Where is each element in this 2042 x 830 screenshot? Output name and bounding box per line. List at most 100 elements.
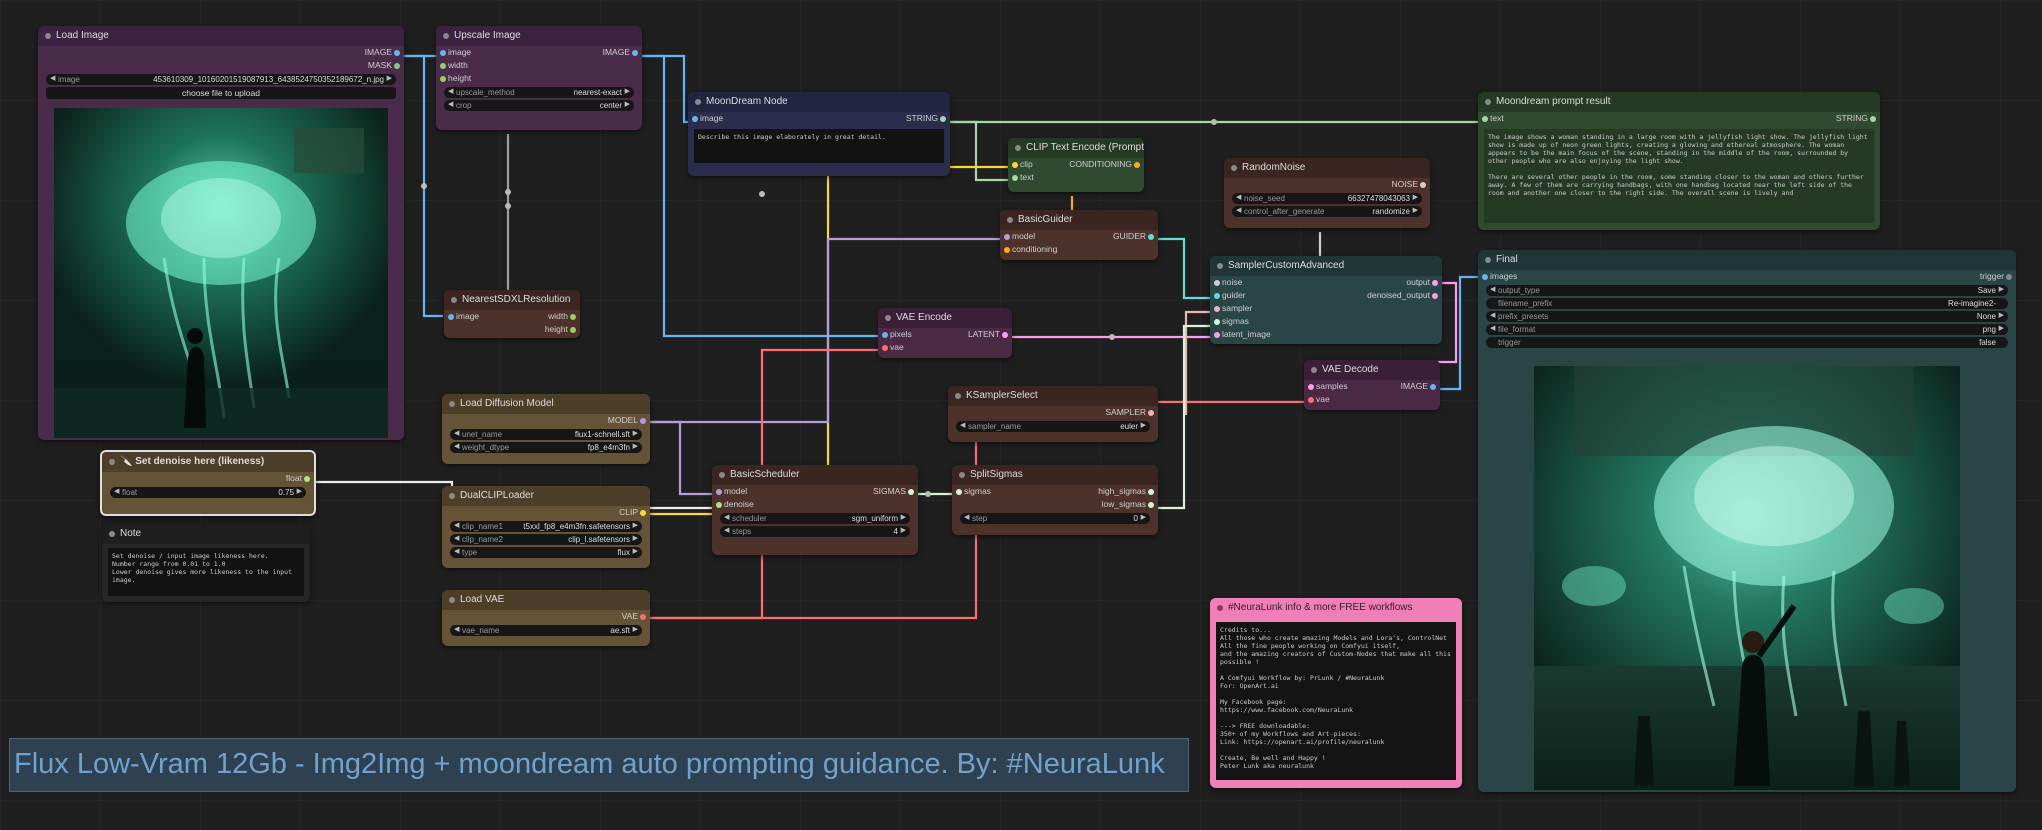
denoise-input-socket[interactable]: [716, 502, 722, 508]
vae-input-socket[interactable]: [1308, 397, 1314, 403]
neuralunk-info-text[interactable]: Credits to... All those who create amazi…: [1216, 622, 1456, 780]
neuralunk-info-node[interactable]: #NeuraLunk info & more FREE workflows Cr…: [1210, 598, 1462, 788]
noise-input-socket[interactable]: [1214, 280, 1220, 286]
width-input-socket[interactable]: [440, 63, 446, 69]
latent-input-socket[interactable]: [1214, 332, 1220, 338]
node-title: SamplerCustomAdvanced: [1210, 256, 1442, 276]
mask-output-socket[interactable]: [394, 63, 400, 69]
upload-button[interactable]: choose file to upload: [46, 87, 396, 99]
input-image-preview: [54, 108, 388, 438]
string-output-socket[interactable]: [1870, 116, 1876, 122]
images-input-socket[interactable]: [1482, 274, 1488, 280]
conditioning-input-socket[interactable]: [1004, 247, 1010, 253]
guider-input-socket[interactable]: [1214, 293, 1220, 299]
output-socket[interactable]: [1432, 280, 1438, 286]
node-title: SplitSigmas: [952, 465, 1158, 485]
high-sigmas-output-socket[interactable]: [1148, 489, 1154, 495]
noise-output-socket[interactable]: [1420, 182, 1426, 188]
sigmas-input-socket[interactable]: [956, 489, 962, 495]
prompt-textarea[interactable]: Describe this image elaborately in great…: [694, 129, 944, 163]
latent-output-socket[interactable]: [1002, 332, 1008, 338]
vae-input-socket[interactable]: [882, 345, 888, 351]
image-input-socket[interactable]: [692, 116, 698, 122]
height-input-socket[interactable]: [440, 76, 446, 82]
guider-output-socket[interactable]: [1148, 234, 1154, 240]
width-output-socket[interactable]: [570, 314, 576, 320]
sigmas-output-socket[interactable]: [908, 489, 914, 495]
clip-input-socket[interactable]: [1012, 162, 1018, 168]
model-output-socket[interactable]: [640, 418, 646, 424]
pixels-input-socket[interactable]: [882, 332, 888, 338]
image-output-socket[interactable]: [632, 50, 638, 56]
model-input-socket[interactable]: [1004, 234, 1010, 240]
node-title: BasicScheduler: [712, 465, 918, 485]
text-input-socket[interactable]: [1482, 116, 1488, 122]
sigmas-input-socket[interactable]: [1214, 319, 1220, 325]
image-output-socket[interactable]: [394, 50, 400, 56]
text-input-socket[interactable]: [1012, 175, 1018, 181]
image-input-socket[interactable]: [448, 314, 454, 320]
height-output-socket[interactable]: [570, 327, 576, 333]
set-denoise-node[interactable]: 🔪 Set denoise here (likeness) float ◀flo…: [100, 450, 316, 516]
note-text[interactable]: Set denoise / input image likeness here.…: [108, 548, 304, 596]
sampler-output-socket[interactable]: [1148, 410, 1154, 416]
trigger-output-socket[interactable]: [2006, 274, 2012, 280]
prompt-result-text[interactable]: The image shows a woman standing in a la…: [1484, 129, 1874, 223]
float-output-socket[interactable]: [304, 476, 310, 482]
samples-input-socket[interactable]: [1308, 384, 1314, 390]
conditioning-output-socket[interactable]: [1134, 162, 1140, 168]
model-input-socket[interactable]: [716, 489, 722, 495]
denoised-output-socket[interactable]: [1432, 293, 1438, 299]
image-output-socket[interactable]: [1430, 384, 1436, 390]
low-sigmas-output-socket[interactable]: [1148, 502, 1154, 508]
wire-model-scheduler: [642, 420, 716, 496]
wire-image-vaeencode: [638, 54, 882, 338]
clip-output-socket[interactable]: [640, 510, 646, 516]
vae-output-socket[interactable]: [640, 614, 646, 620]
sampler-input-socket[interactable]: [1214, 306, 1220, 312]
note-node[interactable]: Note Set denoise / input image likeness …: [102, 524, 310, 602]
string-output-socket[interactable]: [940, 116, 946, 122]
image-input-socket[interactable]: [440, 50, 446, 56]
workflow-title-banner[interactable]: Flux Low-Vram 12Gb - Img2Img + moondream…: [9, 738, 1189, 792]
